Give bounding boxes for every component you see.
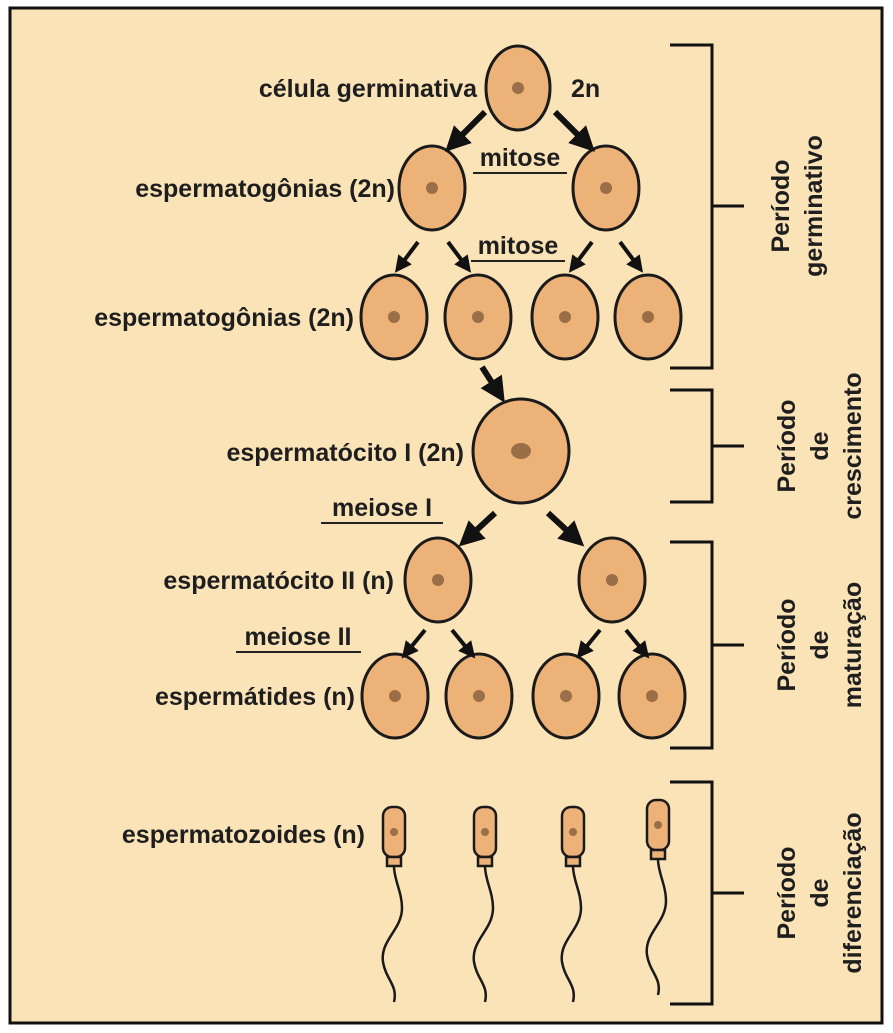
sperm-tail <box>560 865 583 1003</box>
sperm-midpiece <box>564 855 582 868</box>
cell-nucleus <box>559 311 571 323</box>
spermatozoon <box>381 805 407 1003</box>
arrow <box>446 240 472 273</box>
cell-nucleus <box>560 690 572 702</box>
period-growth: Período de crescimento <box>773 372 867 519</box>
period-name: diferenciação <box>839 812 867 973</box>
cell-nucleus <box>642 311 654 323</box>
sperm-nucleus <box>654 821 662 829</box>
label-secondary-spermatocyte: espermatócito II (n) <box>163 567 394 595</box>
period-word: Período <box>767 159 795 252</box>
arrow <box>618 240 644 273</box>
spermatozoon <box>560 805 586 1003</box>
arrow <box>450 628 476 659</box>
arrow <box>458 510 498 547</box>
secondary-spermatocytes <box>403 536 647 624</box>
germ-cell <box>484 44 552 132</box>
label-spermatogonia-1: espermatogônias (2n) <box>135 175 395 203</box>
spermatogonium-cell <box>397 144 467 232</box>
label-spermatozoa: espermatozoides (n) <box>122 821 365 849</box>
sperm-tail <box>381 865 404 1003</box>
period-word: Período <box>773 846 801 939</box>
arrow <box>545 510 585 547</box>
cell-nucleus <box>388 311 400 323</box>
bracket-germinative <box>670 43 744 370</box>
spermatogonium-cell <box>359 273 429 361</box>
period-differentiation: Período de diferenciação <box>773 812 867 973</box>
bracket-growth <box>670 388 744 504</box>
spermatid <box>531 652 601 740</box>
cell-nucleus <box>600 182 612 194</box>
spermatozoa <box>381 798 671 1003</box>
cell-nucleus <box>606 574 618 586</box>
primary-spermatocyte <box>471 397 571 505</box>
arrow <box>445 109 488 152</box>
period-word: Período <box>773 399 801 492</box>
spermatogonia-row-1 <box>397 144 641 232</box>
period-connector: de <box>806 431 834 460</box>
bracket-differentiation <box>670 780 744 1006</box>
period-brackets <box>670 43 744 1006</box>
arrow <box>401 628 427 659</box>
process-meiosis-2: meiose II <box>245 623 352 651</box>
spermatogonium-cell <box>530 273 600 361</box>
cell-nucleus <box>511 443 531 459</box>
period-word: Período <box>773 598 801 691</box>
period-connector: de <box>806 878 834 907</box>
period-name: crescimento <box>839 372 867 519</box>
period-connector: de <box>806 630 834 659</box>
secondary-spermatocyte <box>403 536 473 624</box>
division-arrows <box>394 109 650 659</box>
sperm-midpiece <box>476 855 494 868</box>
sperm-nucleus <box>481 828 489 836</box>
sperm-midpiece <box>649 848 667 861</box>
spermatogonium-cell <box>571 144 641 232</box>
process-meiosis-1: meiose I <box>332 494 432 522</box>
process-mitosis-2: mitose <box>478 232 559 260</box>
label-ploidy-2n: 2n <box>571 75 600 103</box>
bracket-maturation <box>670 540 744 750</box>
cell-nucleus <box>473 690 485 702</box>
arrow <box>576 628 602 659</box>
process-mitosis-1: mitose <box>480 144 561 172</box>
cell-nucleus <box>432 574 444 586</box>
germ-cell-nucleus <box>512 82 524 94</box>
spermatid <box>444 652 514 740</box>
period-maturation: Período de maturação <box>773 582 867 708</box>
sperm-midpiece <box>385 855 403 868</box>
label-primary-spermatocyte: espermatócito I (2n) <box>226 439 464 467</box>
secondary-spermatocyte <box>577 536 647 624</box>
spermatid <box>360 652 430 740</box>
arrow <box>479 365 505 403</box>
spermatogonium-cell <box>443 273 513 361</box>
arrow <box>624 628 650 659</box>
sperm-nucleus <box>390 828 398 836</box>
sperm-tail <box>645 858 668 996</box>
period-germinative: Período germinativo <box>767 135 828 277</box>
cell-nucleus <box>389 690 401 702</box>
arrow <box>568 240 594 273</box>
arrow <box>552 109 595 152</box>
spermatid <box>617 652 687 740</box>
spermatozoon <box>472 805 498 1003</box>
cell-nucleus <box>426 182 438 194</box>
spermatids <box>360 652 687 740</box>
cell-nucleus <box>472 311 484 323</box>
label-spermatogonia-2: espermatogônias (2n) <box>94 304 354 332</box>
period-name: germinativo <box>800 135 828 277</box>
cell-nucleus <box>646 690 658 702</box>
spermatogonium-cell <box>613 273 683 361</box>
sperm-tail <box>472 865 495 1003</box>
spermatozoon <box>645 798 671 996</box>
arrow <box>394 240 420 273</box>
label-spermatids: espermátides (n) <box>155 683 355 711</box>
period-name: maturação <box>839 582 867 708</box>
spermatogonia-row-2 <box>359 273 683 361</box>
sperm-nucleus <box>569 828 577 836</box>
label-germ-cell: célula germinativa <box>259 75 478 103</box>
